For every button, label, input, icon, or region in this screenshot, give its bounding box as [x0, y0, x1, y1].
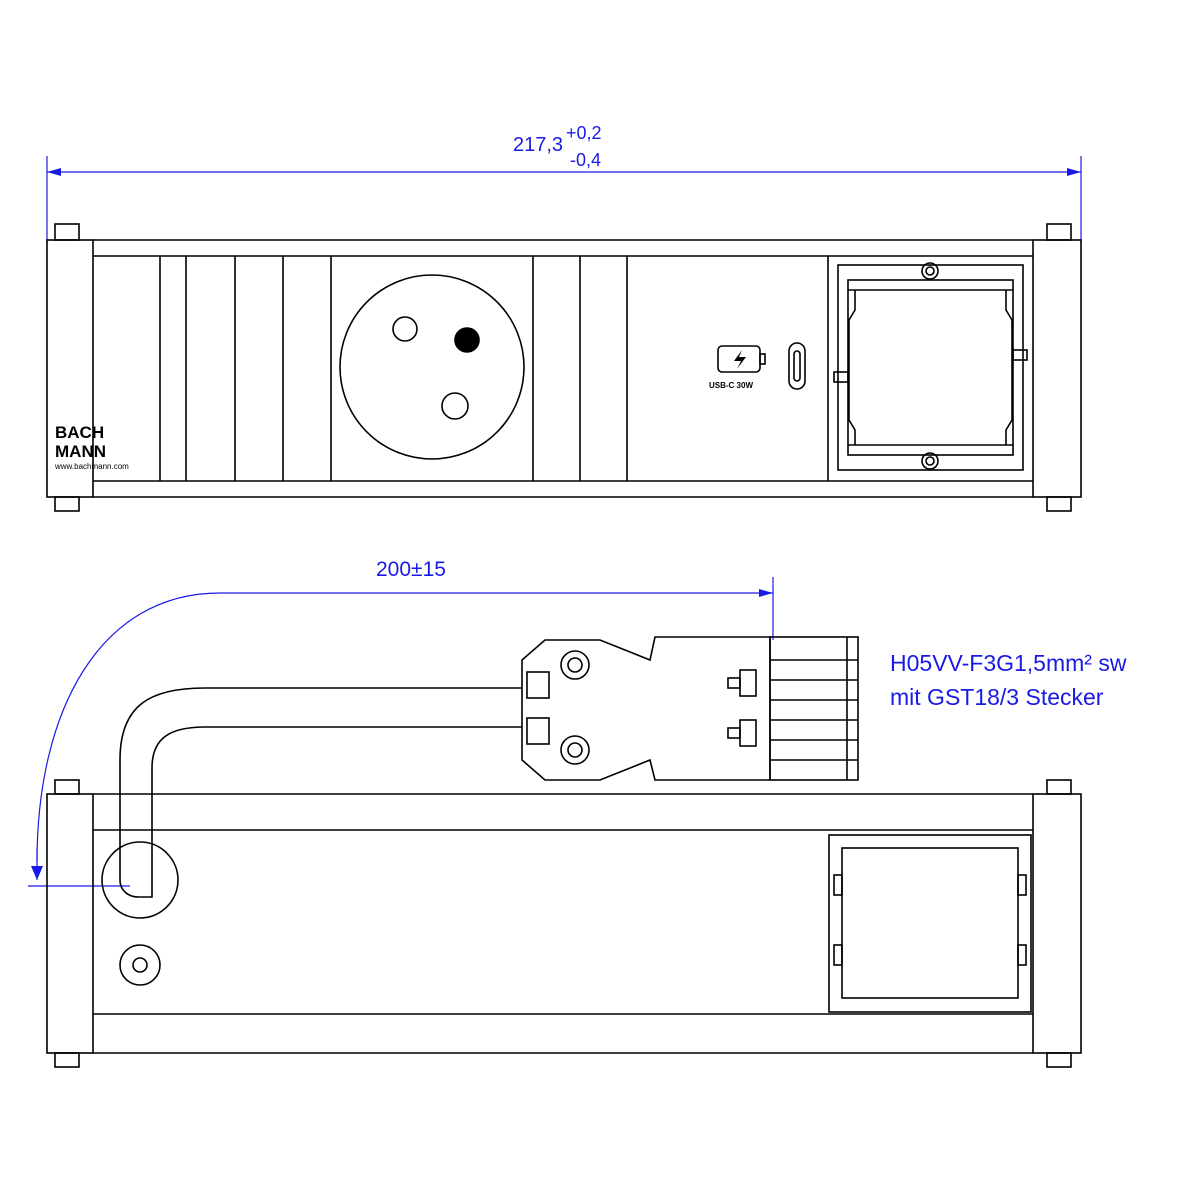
cable-length-dimension: 200±15: [28, 558, 774, 887]
cable-note-line-1: H05VV-F3G1,5mm² sw: [890, 650, 1127, 676]
socket-earth-pin: [454, 327, 480, 353]
screw-top: [921, 262, 939, 280]
foot-top-right: [1046, 223, 1072, 241]
end-cap-right: [1032, 239, 1082, 498]
mounting-hole: [119, 944, 161, 986]
back-view: [46, 636, 1082, 1068]
foot-back-top-right: [1046, 779, 1072, 795]
socket-pin-hole-left: [392, 316, 418, 342]
socket-pin-hole-bottom: [441, 392, 469, 420]
brand-line-2: MANN: [55, 442, 106, 461]
brand-url: www.bachmann.com: [54, 462, 129, 471]
cable-length-value: 200±15: [376, 558, 446, 581]
module-frame: [837, 264, 1024, 471]
foot-back-bottom-right: [1046, 1052, 1072, 1068]
cable-gland: [101, 841, 179, 919]
foot-back-bottom-left: [54, 1052, 80, 1068]
socket-outline: [339, 274, 525, 460]
lightning-icon: [734, 350, 746, 369]
cable-outer-bottom: [151, 726, 522, 880]
foot-bottom-left: [54, 496, 80, 512]
tolerance-plus: +0,2: [566, 123, 602, 143]
cable-note-line-2: mit GST18/3 Stecker: [890, 684, 1104, 710]
foot-bottom-right: [1046, 496, 1072, 512]
usb-label: USB-C 30W: [709, 381, 753, 390]
module-clip-left: [833, 371, 849, 383]
overall-length-dimension: 217,3 +0,2 -0,4: [46, 123, 1082, 240]
back-end-cap-left: [46, 793, 94, 1054]
brand-line-1: BACH: [55, 423, 104, 442]
overall-length-value: 217,3: [513, 134, 563, 156]
foot-back-top-left: [54, 779, 80, 795]
front-view: [46, 223, 1082, 512]
end-cap-left: [46, 239, 94, 498]
plug-screw-top: [560, 650, 590, 680]
plug-connector: [521, 636, 771, 781]
tolerance-minus: -0,4: [570, 150, 601, 170]
cable-outer-top: [119, 687, 522, 880]
plug-body: [769, 636, 859, 781]
brand-logo: BACH MANN www.bachmann.com: [54, 423, 129, 471]
foot-top-left: [54, 223, 80, 241]
module-clip-right: [1012, 349, 1028, 361]
usb-c-port: [788, 342, 806, 390]
back-module-frame: [828, 834, 1032, 1013]
back-end-cap-right: [1032, 793, 1082, 1054]
cable-note: H05VV-F3G1,5mm² sw mit GST18/3 Stecker: [890, 650, 1127, 710]
plug-screw-bottom: [560, 735, 590, 765]
screw-bottom: [921, 452, 939, 470]
